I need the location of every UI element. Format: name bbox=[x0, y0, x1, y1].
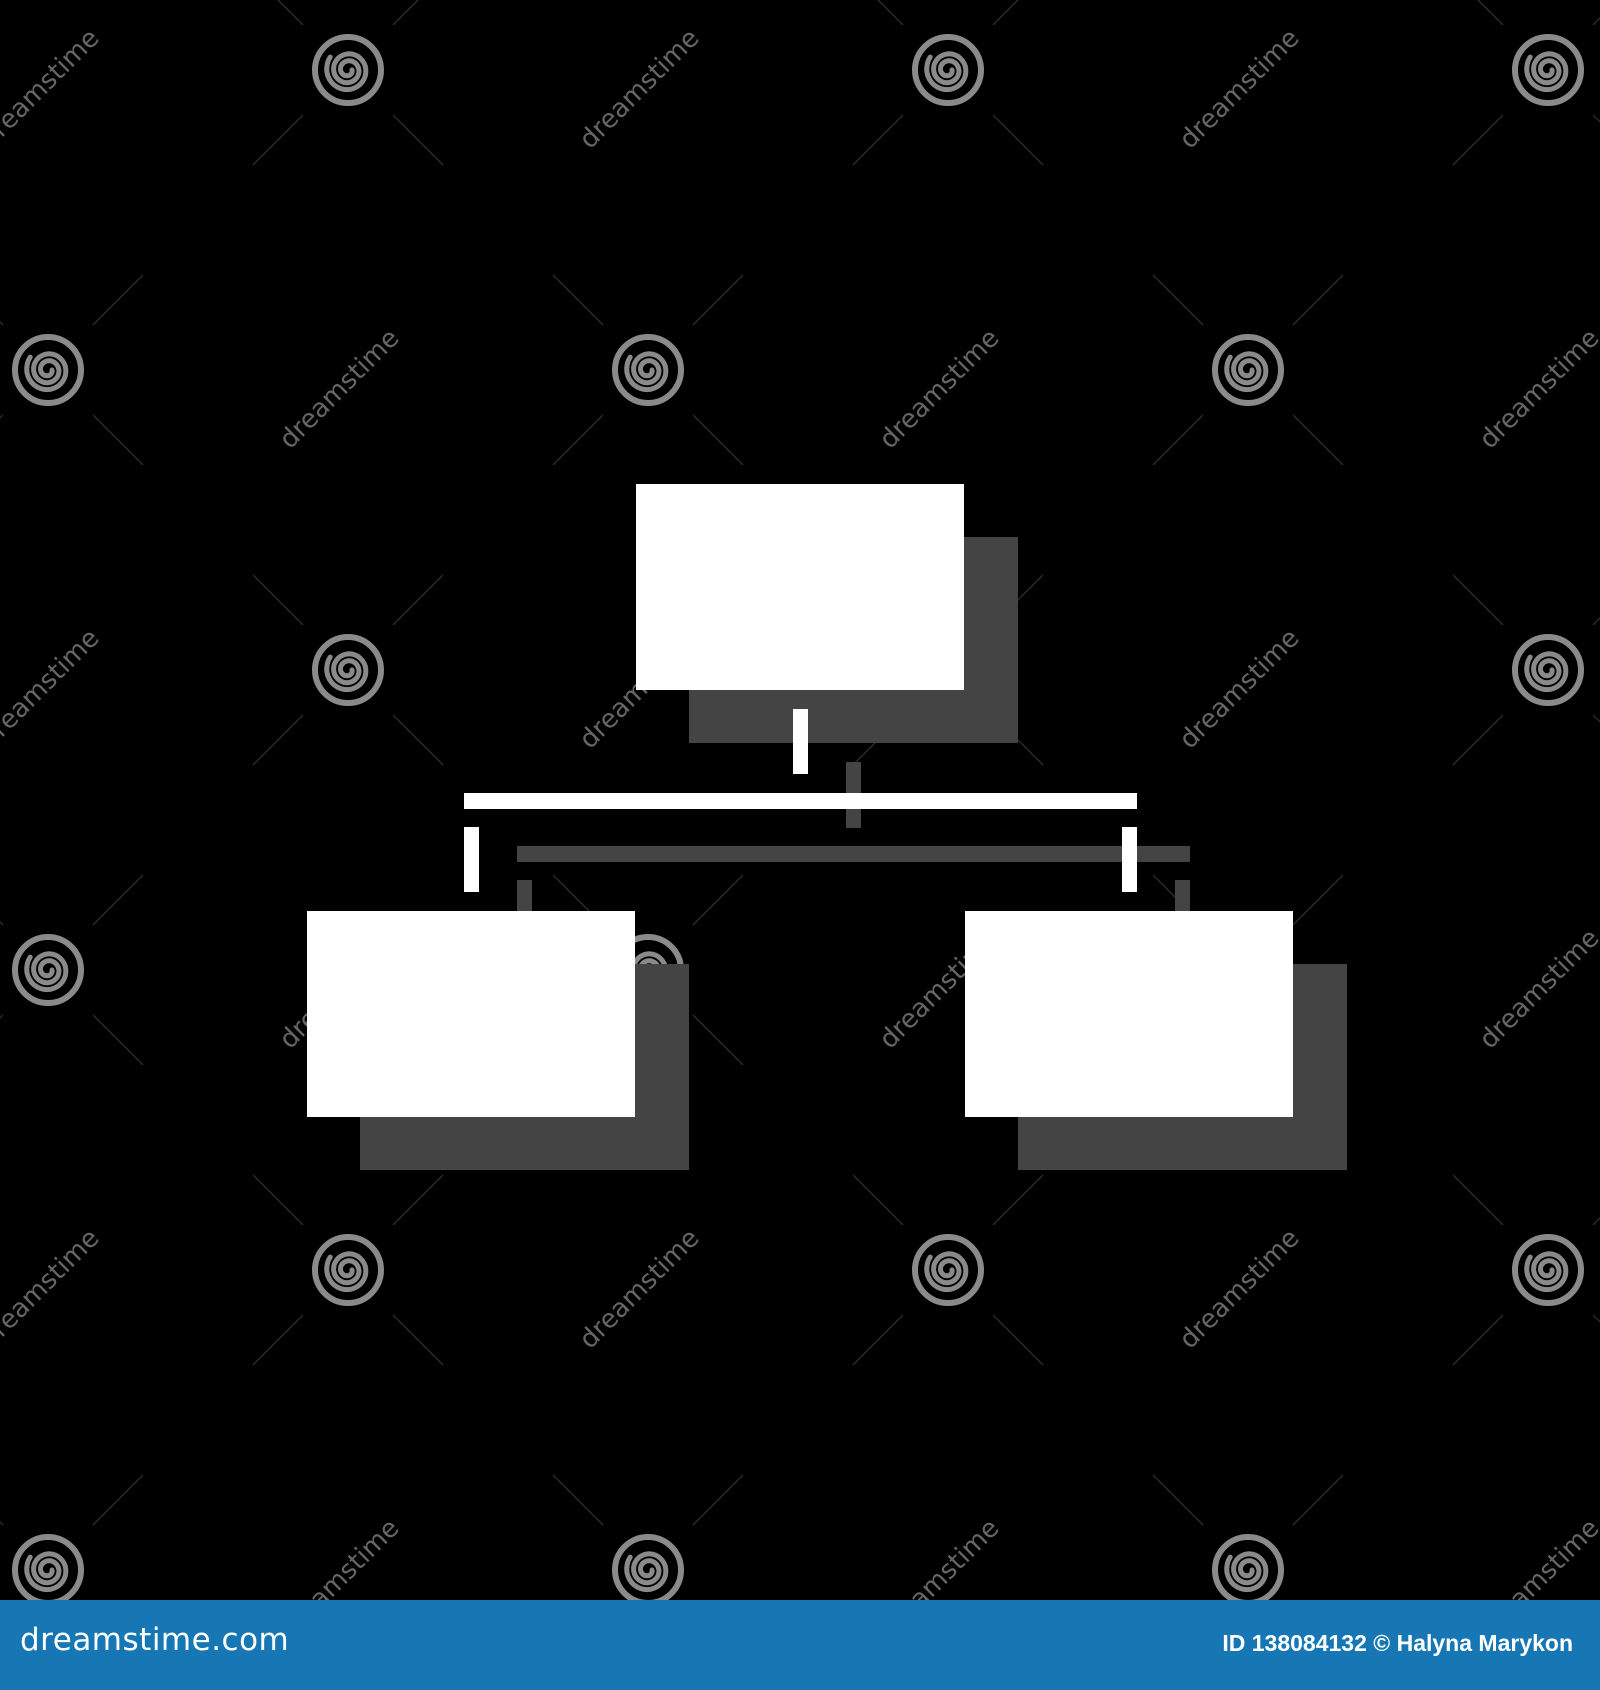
watermark-line bbox=[552, 1474, 604, 1526]
watermark-line bbox=[992, 114, 1044, 166]
watermark-line bbox=[92, 1474, 144, 1526]
watermark-line bbox=[692, 874, 744, 926]
shadow-connector-horizontal bbox=[517, 846, 1190, 862]
watermark-spiral-logo-icon bbox=[312, 34, 384, 106]
watermark-line bbox=[92, 1014, 144, 1066]
image-credit: ID 138084132 © Halyna Marykon bbox=[1222, 1630, 1573, 1656]
watermark-spiral-logo-icon bbox=[12, 1534, 84, 1600]
watermark-line bbox=[1452, 714, 1504, 766]
watermark-line bbox=[392, 1174, 444, 1226]
watermark-line bbox=[852, 1314, 904, 1366]
watermark-line bbox=[1152, 1474, 1204, 1526]
watermark-line bbox=[392, 714, 444, 766]
watermark-line bbox=[1452, 574, 1504, 626]
watermark-line bbox=[1452, 1174, 1504, 1226]
watermark-line bbox=[692, 1014, 744, 1066]
watermark-spiral-logo-icon bbox=[912, 1234, 984, 1306]
watermark-spiral-logo-icon bbox=[1512, 1234, 1584, 1306]
watermark-line bbox=[992, 1174, 1044, 1226]
watermark-spiral-logo-icon bbox=[612, 334, 684, 406]
watermark-line bbox=[252, 114, 304, 166]
box-top bbox=[636, 484, 964, 690]
watermark-spiral-logo-icon bbox=[1512, 634, 1584, 706]
watermark-line bbox=[552, 274, 604, 326]
watermark-line bbox=[992, 0, 1020, 26]
watermark-line bbox=[392, 1314, 444, 1366]
watermark-line bbox=[392, 0, 420, 26]
watermark-spiral-logo-icon bbox=[1212, 334, 1284, 406]
watermark-line bbox=[252, 1174, 304, 1226]
watermark-line bbox=[692, 274, 744, 326]
watermark-line bbox=[92, 414, 144, 466]
watermark-spiral-logo-icon bbox=[12, 334, 84, 406]
watermark-line bbox=[992, 1314, 1044, 1366]
footer-bar: dreamstime.com ID 138084132 © Halyna Mar… bbox=[0, 1600, 1600, 1690]
box-left bbox=[307, 911, 635, 1117]
watermark-spiral-logo-icon bbox=[12, 934, 84, 1006]
watermark-line bbox=[1476, 0, 1504, 26]
watermark-line bbox=[1152, 274, 1204, 326]
watermark-line bbox=[1152, 414, 1204, 466]
watermark-line bbox=[1292, 1474, 1344, 1526]
watermark-line bbox=[1292, 414, 1344, 466]
watermark-line bbox=[92, 874, 144, 926]
watermark-line bbox=[92, 274, 144, 326]
watermark-line bbox=[852, 1174, 904, 1226]
connector-vertical-top bbox=[793, 709, 808, 774]
watermark-spiral-logo-icon bbox=[1512, 34, 1584, 106]
connector-horizontal bbox=[464, 793, 1137, 809]
watermark-line bbox=[252, 714, 304, 766]
connector-vertical-left bbox=[464, 827, 479, 892]
watermark-spiral-logo-icon bbox=[312, 1234, 384, 1306]
watermark-line bbox=[392, 574, 444, 626]
watermark-line bbox=[1292, 274, 1344, 326]
hierarchy-diagram-icon bbox=[307, 484, 1347, 1170]
connector-vertical-right bbox=[1122, 827, 1137, 892]
watermark-line bbox=[692, 414, 744, 466]
watermark-line bbox=[1292, 874, 1344, 926]
watermark-line bbox=[276, 0, 304, 26]
watermark-spiral-logo-icon bbox=[1212, 1534, 1284, 1600]
icon-foreground bbox=[307, 484, 1293, 1117]
watermark-line bbox=[852, 114, 904, 166]
watermark-line bbox=[552, 414, 604, 466]
box-right bbox=[965, 911, 1293, 1117]
watermark-spiral-logo-icon bbox=[312, 634, 384, 706]
watermark-line bbox=[1452, 114, 1504, 166]
watermark-line bbox=[252, 574, 304, 626]
watermark-spiral-logo-icon bbox=[612, 1534, 684, 1600]
site-name[interactable]: dreamstime.com bbox=[20, 1622, 290, 1658]
watermark-line bbox=[392, 114, 444, 166]
watermark-line bbox=[252, 1314, 304, 1366]
watermark-spiral-logo-icon bbox=[912, 34, 984, 106]
watermark-line bbox=[876, 0, 904, 26]
watermark-line bbox=[1452, 1314, 1504, 1366]
watermark-line bbox=[692, 1474, 744, 1526]
